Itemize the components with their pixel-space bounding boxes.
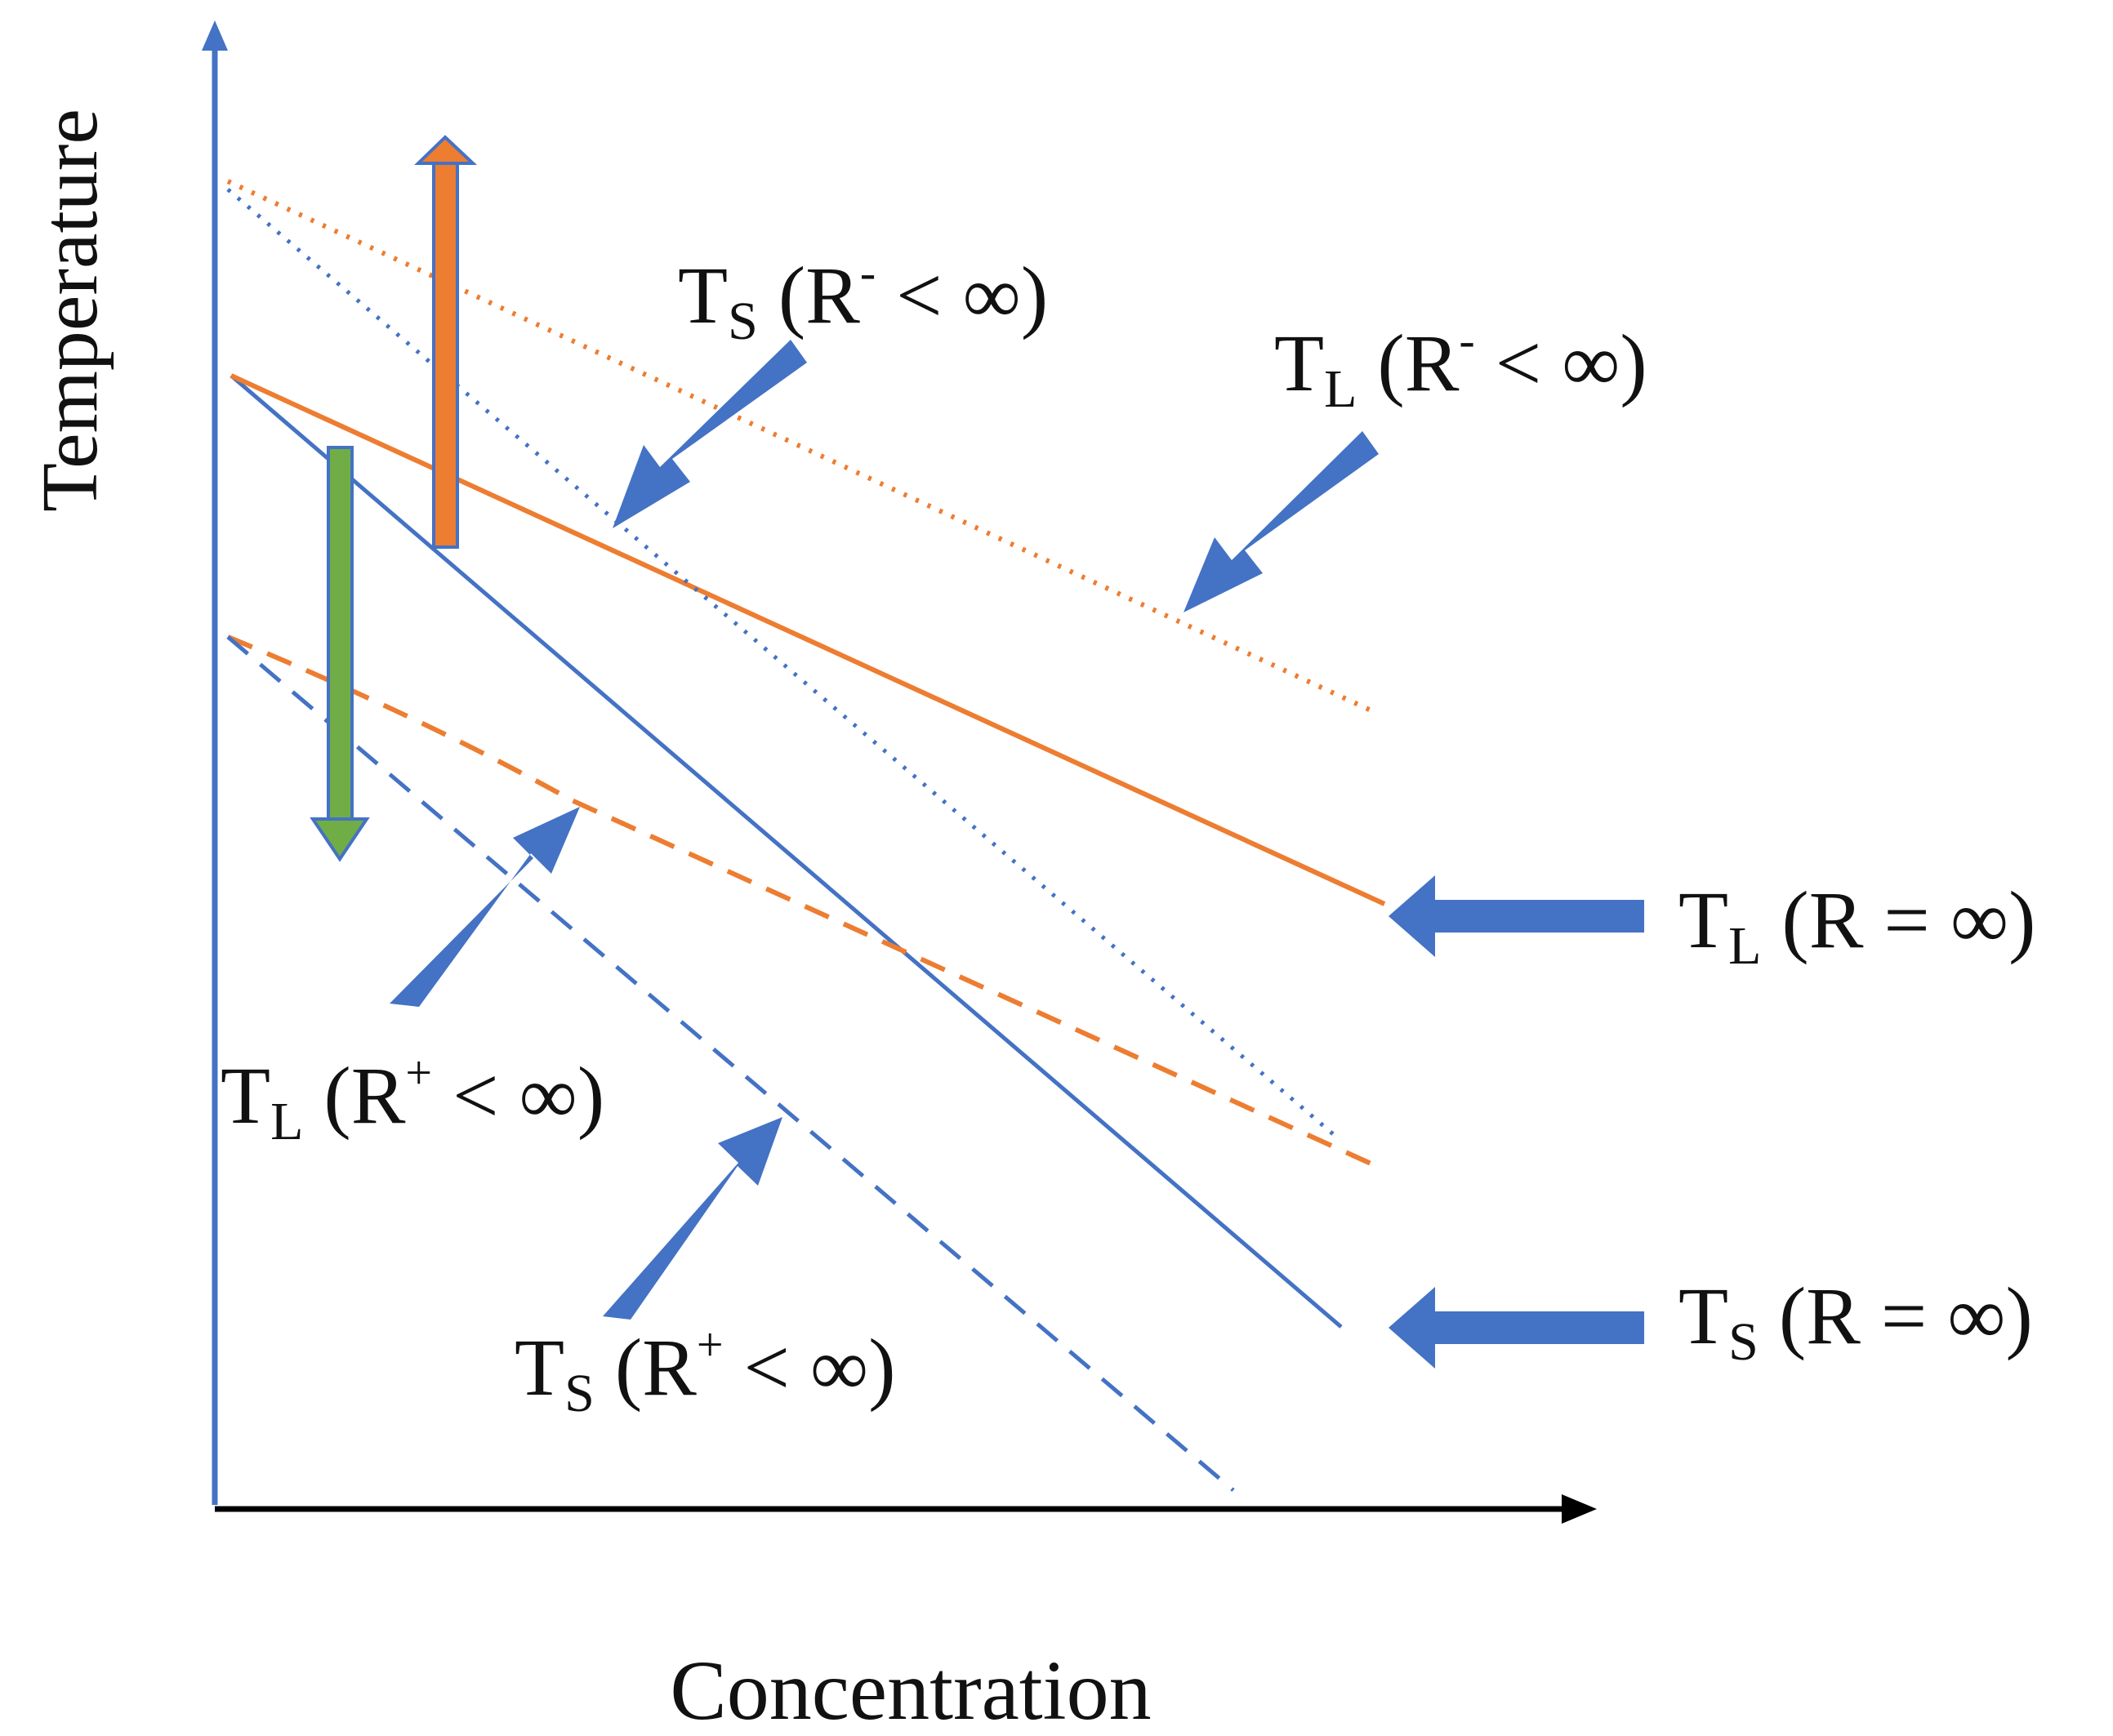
label-ts-r-plus: TS (R+ < ∞) — [515, 1318, 896, 1423]
y-axis-arrowhead — [202, 20, 228, 51]
y-axis — [202, 20, 228, 1505]
label-ts-r-infinite: TS (R = ∞) — [1678, 1271, 2033, 1372]
label-tl-r-minus: TL (R- < ∞) — [1274, 314, 1647, 419]
label-tl-r-infinite: TL (R = ∞) — [1678, 875, 2035, 976]
solidus-line-r-infinite — [230, 374, 1343, 1329]
pointer-arrow-ts-r-minus — [613, 340, 807, 528]
heating-arrow — [414, 135, 478, 549]
liquidus-line-r-infinite — [230, 373, 1386, 906]
label-ts-r-minus: TS (R- < ∞) — [678, 246, 1048, 351]
x-axis — [215, 1494, 1597, 1524]
pointer-arrows — [390, 340, 1644, 1369]
pointer-arrow-ts-r-plus — [603, 1117, 782, 1320]
pointer-arrow-tl-r-inf — [1389, 875, 1644, 957]
curves — [226, 179, 1386, 1492]
solidus-line-r-plus — [226, 635, 1235, 1492]
pointer-arrow-tl-r-minus — [1184, 431, 1379, 612]
cooling-arrow — [310, 446, 370, 862]
pointer-arrow-ts-r-inf — [1389, 1287, 1644, 1369]
pointer-arrow-tl-r-plus — [390, 807, 580, 1007]
y-axis-label: Temperature — [26, 109, 114, 512]
label-tl-r-plus: TL (R+ < ∞) — [221, 1046, 604, 1151]
x-axis-arrowhead — [1562, 1494, 1597, 1524]
liquidus-line-r-plus — [226, 634, 1378, 1168]
x-axis-label: Concentration — [670, 1644, 1151, 1736]
liquidus-line-r-minus — [226, 179, 1378, 715]
solidus-line-r-minus — [226, 188, 1339, 1139]
